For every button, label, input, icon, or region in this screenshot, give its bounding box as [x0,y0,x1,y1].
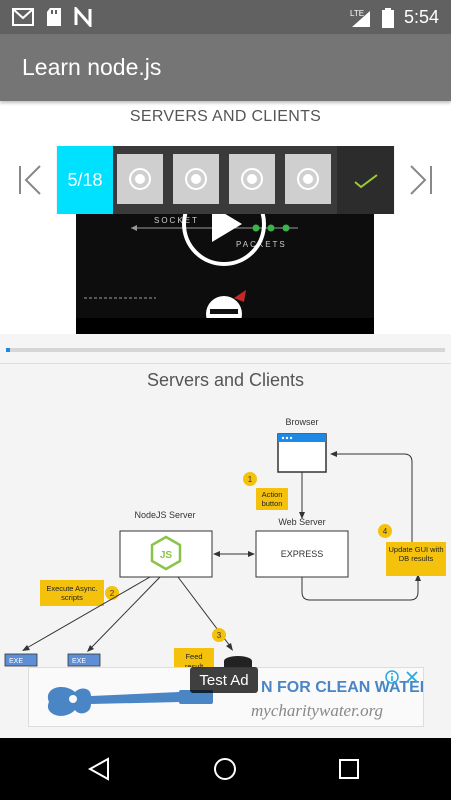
home-button[interactable] [212,756,238,787]
exe-label: EXE [72,658,86,665]
ad-headline: N FOR CLEAN WATER [261,679,424,696]
status-bar: LTE 5:54 [0,0,451,34]
recents-button[interactable] [336,756,362,787]
play-icon [212,214,242,242]
complete-slide-button[interactable] [337,146,394,214]
execute-label: Execute Async. scripts [46,584,98,602]
battery-icon [381,7,394,28]
ad-info-icon[interactable] [385,670,399,689]
clock: 5:54 [403,7,439,27]
check-icon [353,174,378,189]
exe-window-icon: EXE [67,653,101,667]
step-2-number: 2 [110,589,115,598]
step-1-number: 1 [248,475,253,484]
section-title: SERVERS AND CLIENTS [129,108,322,125]
slide-counter: 5/18 [57,146,113,214]
step-4-number: 4 [383,527,388,536]
packet-dot [252,224,260,232]
feed-label-2: result [185,662,204,671]
action-button-label: Action button [261,490,283,508]
execute-note [40,580,104,606]
sd-card-icon [47,8,61,26]
feed-label: Feed [185,652,202,661]
packet-dot [282,224,290,232]
exe-window-icon: EXE [4,653,38,667]
slide-thumbnail[interactable] [285,154,331,204]
slide-progress [0,334,451,364]
recents-square-icon [339,759,359,779]
servers-clients-diagram: Browser 1 Action button Web Server EXPRE… [4,417,446,672]
express-label: EXPRESS [281,549,324,559]
ad-close-icon[interactable] [405,670,419,689]
test-ad-badge: Test Ad [190,667,258,693]
back-button[interactable] [86,756,112,787]
web-server-box [255,530,349,578]
system-nav-bar [0,738,451,800]
step-4-badge [378,524,392,538]
video-player[interactable]: SOCKET PACKETS [76,214,374,334]
progress-fill [6,348,11,352]
guitar-ad-image: N FOR CLEAN WATER mycharitywater.org [29,668,424,726]
exe-label: EXE [9,658,23,665]
network-type: LTE [350,9,364,18]
slide-thumbnail[interactable] [173,154,219,204]
progress-track[interactable] [6,348,445,352]
video-frame-art: SOCKET PACKETS [76,214,374,334]
step-3-badge [212,628,226,642]
signal-icon: LTE [350,9,370,27]
update-gui-note [386,542,446,576]
status-right: LTE 5:54 [350,7,439,28]
home-circle-icon [214,758,236,780]
slide-thumbnails [113,146,337,214]
chevron-right-icon [410,165,432,195]
packet-dot [267,224,275,232]
previous-slide-button[interactable] [0,146,56,214]
notification-icons [12,7,92,27]
chevron-left-icon [19,165,41,195]
radio-circle-icon [185,168,207,190]
web-server-label: Web Server [278,517,325,527]
next-slide-button[interactable] [395,146,451,214]
gmail-icon [12,8,34,26]
action-button-note [256,488,288,510]
play-circle [182,214,266,266]
radio-circle-icon [129,168,151,190]
step-3-number: 3 [217,631,222,640]
n-icon [74,7,92,27]
slide-thumbnail[interactable] [117,154,163,204]
nodejs-server-label: NodeJS Server [134,510,195,520]
ad-url: mycharitywater.org [251,701,383,720]
socket-label: SOCKET [154,216,199,225]
nodejs-logo-text: JS [160,550,173,561]
radio-circle-icon [297,168,319,190]
browser-window-icon [277,433,327,473]
radio-circle-icon [241,168,263,190]
guitar-icon [47,687,213,716]
back-triangle-icon [87,757,109,781]
slide-navigator: 5/18 [0,146,451,214]
update-gui-label: Update GUI with DB results [388,545,444,563]
nodejs-logo-icon: JS [150,535,182,571]
browser-label: Browser [285,417,318,427]
step-1-badge [243,472,257,486]
slide-thumbnail[interactable] [229,154,275,204]
slide-title: Servers and Clients [146,370,305,390]
app-title: Learn node.js [22,54,162,80]
app-bar: Learn node.js [0,34,451,101]
video-area: SOCKET PACKETS [0,214,451,334]
